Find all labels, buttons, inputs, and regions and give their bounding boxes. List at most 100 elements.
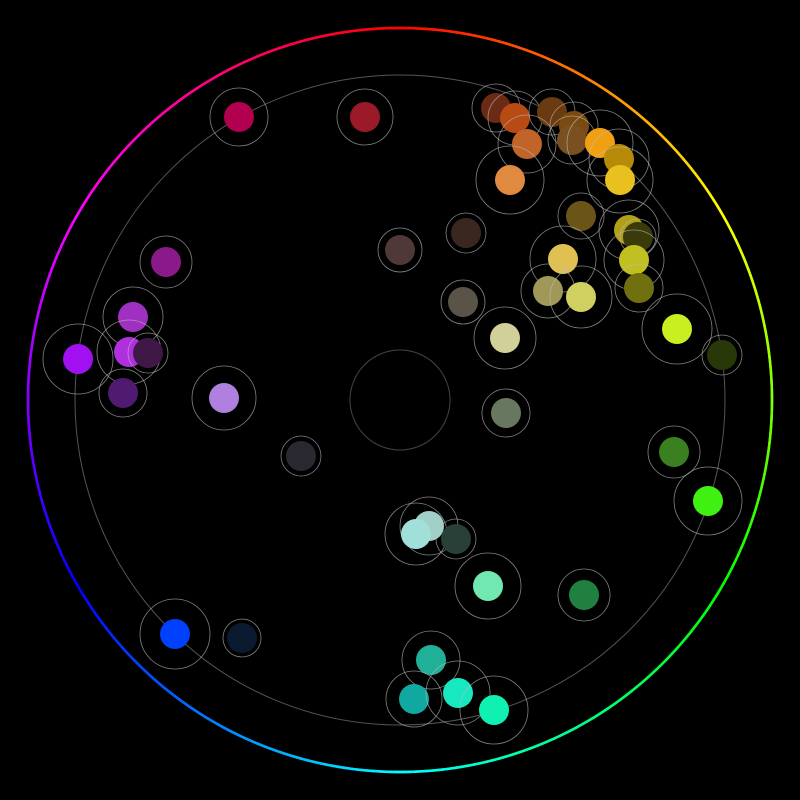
color-swatch[interactable]	[336, 88, 394, 146]
swatch-dot[interactable]	[623, 222, 653, 252]
color-swatch[interactable]	[586, 146, 654, 214]
swatch-dot[interactable]	[566, 282, 596, 312]
color-swatch[interactable]	[481, 388, 531, 438]
color-swatch[interactable]	[98, 368, 148, 418]
swatch-dot[interactable]	[160, 619, 190, 649]
swatch-ring	[557, 192, 605, 240]
swatch-dot[interactable]	[566, 201, 596, 231]
swatch-ring	[139, 598, 211, 670]
color-swatch[interactable]	[497, 114, 557, 174]
color-swatch[interactable]	[549, 265, 613, 329]
inner-guide-circle	[74, 74, 726, 726]
color-swatch[interactable]	[529, 225, 597, 293]
color-swatch[interactable]	[445, 212, 487, 254]
swatch-ring	[191, 365, 257, 431]
swatch-ring	[641, 293, 713, 365]
color-swatch[interactable]	[127, 332, 169, 374]
swatch-dot[interactable]	[548, 244, 578, 274]
swatch-ring	[586, 146, 654, 214]
color-swatch[interactable]	[475, 145, 545, 215]
swatch-dot[interactable]	[286, 441, 316, 471]
color-swatch[interactable]	[459, 675, 529, 745]
swatch-dot[interactable]	[512, 129, 542, 159]
swatch-dot[interactable]	[443, 678, 473, 708]
swatch-ring	[701, 334, 743, 376]
swatch-dot[interactable]	[133, 338, 163, 368]
swatch-dot[interactable]	[495, 165, 525, 195]
color-swatch[interactable]	[614, 263, 664, 313]
hue-ring	[26, 26, 774, 774]
swatch-dot[interactable]	[385, 235, 415, 265]
color-swatch[interactable]	[557, 192, 605, 240]
color-swatch[interactable]	[385, 670, 443, 728]
swatch-dot[interactable]	[227, 623, 257, 653]
swatch-ring	[614, 263, 664, 313]
swatch-dot[interactable]	[662, 314, 692, 344]
swatch-dot[interactable]	[619, 245, 649, 275]
color-swatch[interactable]	[520, 263, 576, 319]
color-swatch[interactable]	[647, 425, 701, 479]
swatch-dot[interactable]	[533, 276, 563, 306]
swatch-dot[interactable]	[224, 102, 254, 132]
swatch-ring	[377, 227, 423, 273]
swatch-dot[interactable]	[624, 273, 654, 303]
color-swatch[interactable]	[435, 518, 477, 560]
swatch-ring	[139, 235, 193, 289]
color-swatch[interactable]	[209, 87, 269, 147]
swatch-ring	[473, 306, 537, 370]
swatch-ring	[98, 368, 148, 418]
swatch-dot[interactable]	[500, 103, 530, 133]
swatch-dot[interactable]	[479, 695, 509, 725]
swatch-dot[interactable]	[416, 645, 446, 675]
swatch-dot[interactable]	[569, 580, 599, 610]
color-swatch[interactable]	[473, 306, 537, 370]
swatch-ring	[336, 88, 394, 146]
swatch-ring	[647, 425, 701, 479]
color-swatch[interactable]	[42, 323, 114, 395]
swatch-dot[interactable]	[659, 437, 689, 467]
color-swatch[interactable]	[222, 618, 262, 658]
swatch-dot[interactable]	[448, 287, 478, 317]
swatch-dot[interactable]	[151, 247, 181, 277]
swatch-dot[interactable]	[693, 486, 723, 516]
swatch-ring	[459, 675, 529, 745]
swatch-ring	[673, 466, 743, 536]
swatch-dot[interactable]	[490, 323, 520, 353]
color-swatch[interactable]	[673, 466, 743, 536]
swatch-dot[interactable]	[707, 340, 737, 370]
swatch-ring	[209, 87, 269, 147]
swatch-dot[interactable]	[350, 102, 380, 132]
color-swatch[interactable]	[280, 435, 322, 477]
color-swatch[interactable]	[701, 334, 743, 376]
swatch-dot[interactable]	[441, 524, 471, 554]
color-swatch[interactable]	[191, 365, 257, 431]
swatch-ring	[127, 332, 169, 374]
color-swatch[interactable]	[641, 293, 713, 365]
swatch-dot[interactable]	[399, 684, 429, 714]
swatch-dot[interactable]	[63, 344, 93, 374]
color-swatch[interactable]	[139, 598, 211, 670]
swatch-dot[interactable]	[209, 383, 239, 413]
swatch-dot[interactable]	[401, 519, 431, 549]
color-swatch[interactable]	[139, 235, 193, 289]
swatch-ring	[42, 323, 114, 395]
swatch-dot[interactable]	[118, 302, 148, 332]
swatch-layer	[42, 83, 743, 745]
swatch-ring	[445, 212, 487, 254]
swatch-ring	[401, 630, 461, 690]
swatch-ring	[497, 114, 557, 174]
center-circle	[349, 349, 451, 451]
swatch-dot[interactable]	[108, 378, 138, 408]
swatch-dot[interactable]	[605, 165, 635, 195]
color-swatch[interactable]	[425, 660, 491, 726]
swatch-dot[interactable]	[451, 218, 481, 248]
color-swatch[interactable]	[440, 279, 486, 325]
swatch-dot[interactable]	[557, 125, 587, 155]
swatch-dot[interactable]	[473, 571, 503, 601]
color-swatch[interactable]	[557, 568, 611, 622]
color-swatch[interactable]	[454, 552, 522, 620]
swatch-dot[interactable]	[491, 398, 521, 428]
swatch-ring	[481, 388, 531, 438]
color-swatch[interactable]	[377, 227, 423, 273]
swatch-ring	[385, 670, 443, 728]
